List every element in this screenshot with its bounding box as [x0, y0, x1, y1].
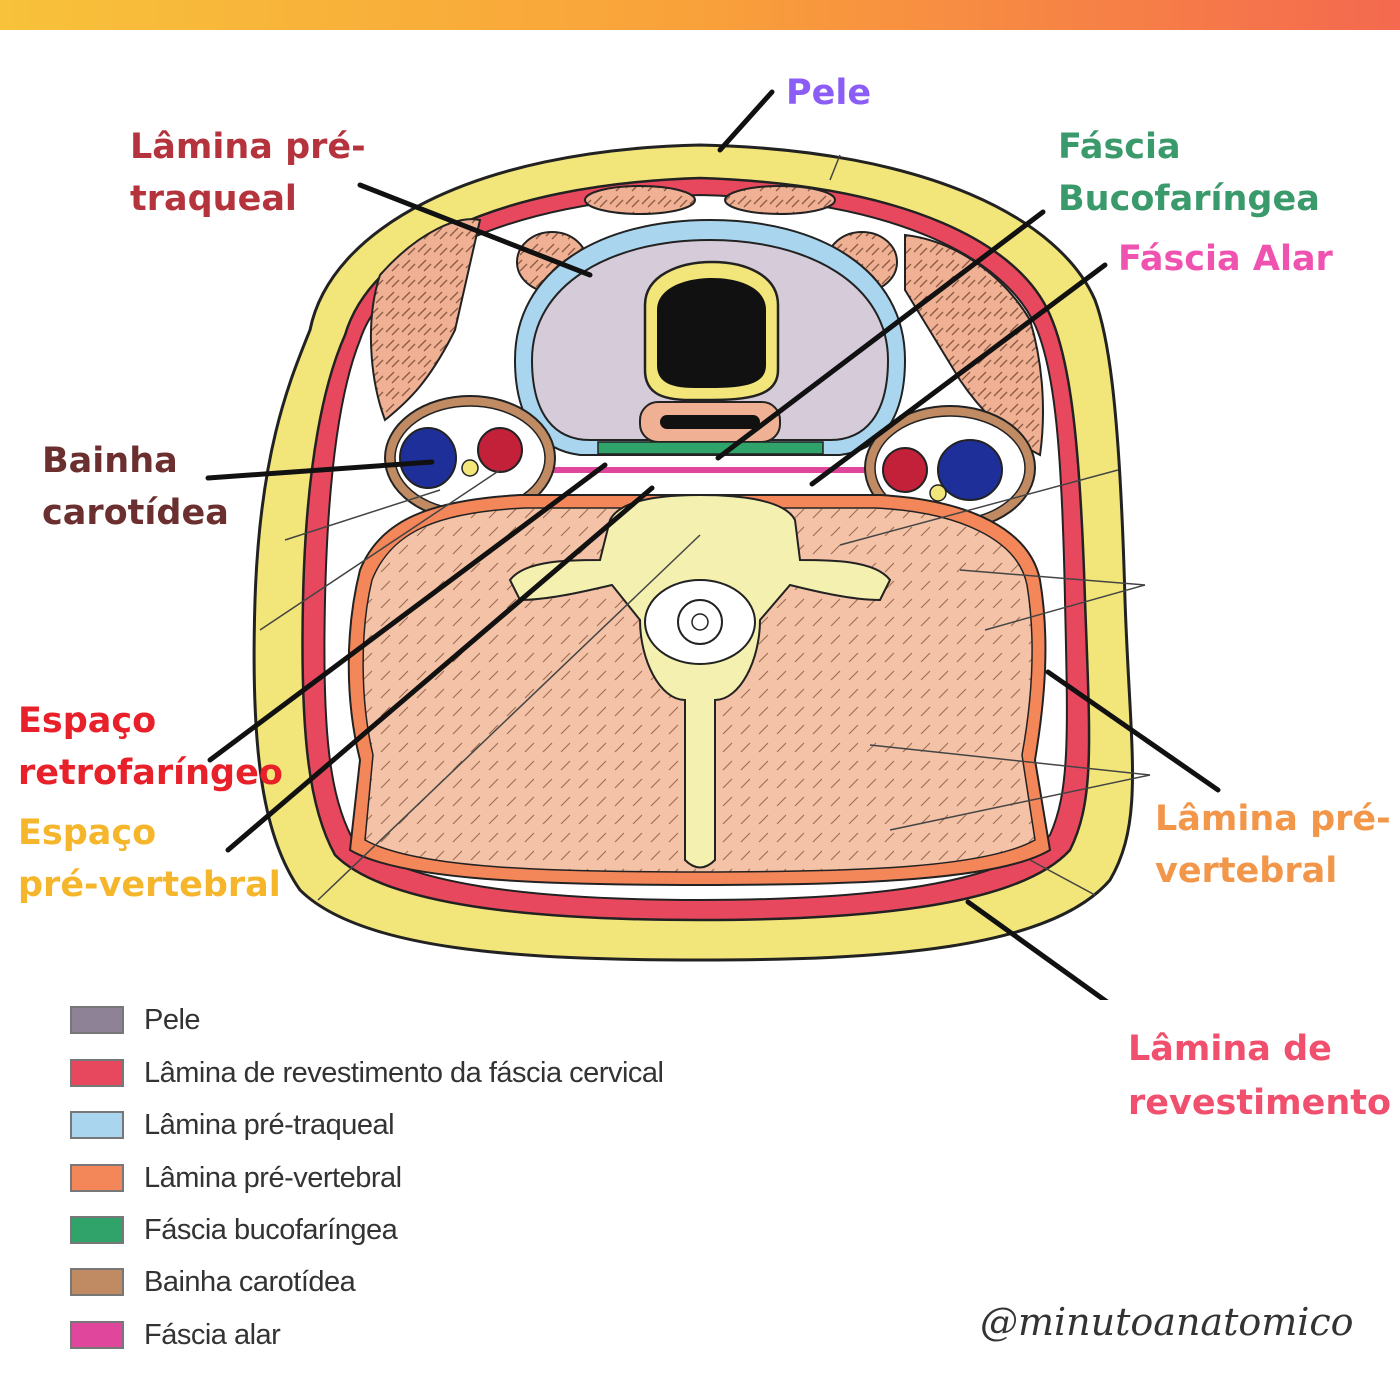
legend-item: Lâmina pré-traqueal: [70, 1105, 395, 1145]
right-jugular-vein: [937, 439, 1003, 501]
legend-swatch: [70, 1164, 124, 1192]
label-pele: Pele: [786, 73, 872, 113]
legend-item: Bainha carotídea: [70, 1262, 356, 1302]
instagram-handle: @minutoanatomico: [980, 1300, 1354, 1344]
legend-swatch: [70, 1111, 124, 1139]
buccopharyngeal-fascia: [597, 441, 824, 455]
legend-label: Fáscia alar: [144, 1318, 281, 1351]
pointer-lines: [205, 89, 1221, 1000]
top-gradient-bar: [0, 0, 1400, 30]
label-bainha-carotidea-line1: Bainha: [42, 441, 178, 481]
legend-item: Lâmina de revestimento da fáscia cervica…: [70, 1053, 664, 1093]
esophagus-lumen: [660, 415, 760, 429]
legend-swatch: [70, 1268, 124, 1296]
legend-item: Fáscia alar: [70, 1315, 281, 1355]
legend-item: Fáscia bucofaríngea: [70, 1210, 398, 1250]
label-espaco-retrofaringeo-line1: Espaço: [18, 701, 157, 741]
label-fascia-alar: Fáscia Alar: [1118, 239, 1333, 279]
legend-label: Lâmina de revestimento da fáscia cervica…: [144, 1056, 664, 1089]
neck-cross-section-diagram: [205, 89, 1221, 1000]
source-leader-lines: [259, 154, 1151, 901]
legend-label: Lâmina pré-traqueal: [144, 1108, 395, 1141]
label-bainha-carotidea-line2: carotídea: [42, 493, 229, 533]
label-lamina-pre-vertebral-line2: vertebral: [1155, 851, 1338, 891]
legend-swatch: [70, 1321, 124, 1349]
label-espaco-retrofaringeo-line2: retrofaríngeo: [18, 753, 283, 793]
legend-item: Pele: [70, 1000, 201, 1040]
label-lamina-pre-traqueal-line2: traqueal: [130, 179, 297, 219]
label-fascia-bucofaringea-line1: Fáscia: [1058, 127, 1181, 167]
legend-swatch: [70, 1216, 124, 1244]
label-fascia-bucofaringea-line2: Bucofaríngea: [1058, 179, 1320, 219]
left-vagus-nerve: [461, 459, 479, 477]
legend-label: Pele: [144, 1003, 201, 1036]
tracheal-lumen: [657, 278, 766, 388]
left-scm: [369, 218, 482, 422]
legend-swatch: [70, 1006, 124, 1034]
label-lamina-pre-traqueal-line1: Lâmina pré-: [130, 127, 366, 167]
label-espaco-pre-vertebral-line2: pré-vertebral: [18, 865, 281, 905]
strap-muscle: [584, 185, 696, 215]
legend-label: Fáscia bucofaríngea: [144, 1213, 398, 1246]
label-lamina-revestimento-line1: Lâmina de: [1128, 1029, 1332, 1069]
right-carotid-artery: [882, 447, 928, 493]
left-jugular-vein: [399, 427, 457, 489]
spinal-cord-center: [691, 613, 709, 631]
label-espaco-pre-vertebral-line1: Espaço: [18, 813, 157, 853]
legend-label: Lâmina pré-vertebral: [144, 1161, 402, 1194]
right-vagus-nerve: [929, 484, 947, 502]
strap-muscle: [724, 185, 836, 215]
label-lamina-pre-vertebral-line1: Lâmina pré-: [1155, 799, 1391, 839]
label-lamina-revestimento-line2: revestimento: [1128, 1083, 1392, 1123]
legend-item: Lâmina pré-vertebral: [70, 1158, 402, 1198]
legend-label: Bainha carotídea: [144, 1265, 356, 1298]
legend-swatch: [70, 1059, 124, 1087]
left-carotid-artery: [477, 427, 523, 473]
vertebral-body: [508, 493, 892, 869]
